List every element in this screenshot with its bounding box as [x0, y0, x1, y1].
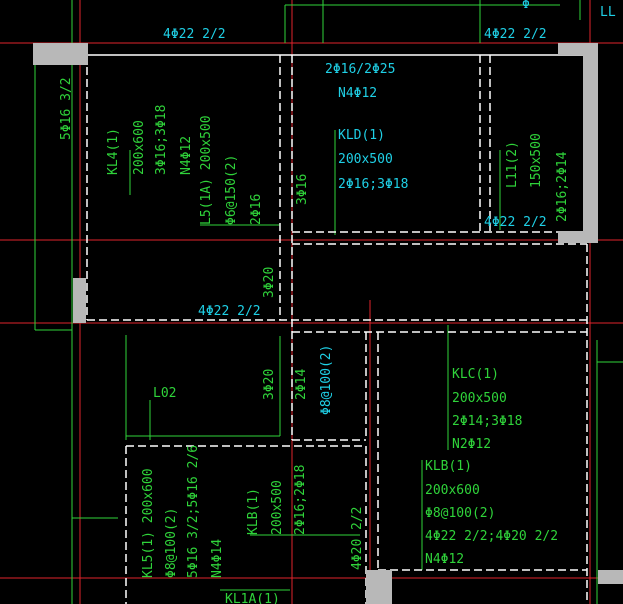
beam-label-klc[interactable]: KLC(1) 200x500 2Φ14;3Φ18 N2Φ12 — [452, 367, 522, 452]
leader-lines — [34, 0, 623, 604]
svg-text:150x500: 150x500 — [529, 133, 544, 188]
rebar-label-top-left[interactable]: 4Φ22 2/2 — [163, 27, 226, 42]
svg-text:Φ6@150(2): Φ6@150(2) — [224, 155, 239, 225]
beam-label-top-mid[interactable]: 2Φ16/2Φ25 N4Φ12 — [325, 62, 395, 101]
column-right-mid — [558, 231, 598, 243]
beam-label-l11[interactable]: L11(2) 150x500 2Φ16;2Φ14 — [505, 133, 570, 222]
svg-text:5Φ16 3/2;5Φ16 2/6: 5Φ16 3/2;5Φ16 2/6 — [186, 445, 201, 578]
rebar-label-bottom-2-2[interactable]: 2/2 — [350, 507, 365, 530]
svg-text:3Φ16;3Φ18: 3Φ16;3Φ18 — [154, 105, 169, 175]
svg-text:2Φ14;3Φ18: 2Φ14;3Φ18 — [452, 414, 522, 429]
beam-outlines — [86, 54, 588, 604]
svg-text:Φ8@100(2): Φ8@100(2) — [425, 506, 495, 521]
svg-text:2Φ16;2Φ14: 2Φ16;2Φ14 — [555, 151, 570, 222]
svg-text:N4Φ14: N4Φ14 — [210, 539, 225, 578]
column-left-mid — [73, 278, 86, 323]
column-top-left — [33, 43, 88, 65]
svg-text:Φ8@100(2): Φ8@100(2) — [319, 345, 334, 415]
svg-text:N4Φ12: N4Φ12 — [179, 136, 194, 175]
rebar-label-mid-right[interactable]: 4Φ22 2/2 — [484, 215, 547, 230]
rebar-label-left-side[interactable]: 5Φ16 3/2 — [59, 77, 74, 140]
beam-label-kld[interactable]: KLD(1) 200x500 2Φ16;3Φ18 — [338, 128, 408, 192]
svg-text:4Φ22 2/2;4Φ20 2/2: 4Φ22 2/2;4Φ20 2/2 — [425, 529, 558, 544]
beam-label-klb-mid[interactable]: KLB(1) 200x500 2Φ16;2Φ18 — [246, 465, 308, 535]
svg-text:N2Φ12: N2Φ12 — [452, 437, 491, 452]
rebar-label-top-corner[interactable]: Φ — [522, 0, 530, 12]
column-right — [583, 43, 598, 243]
svg-text:N4Φ12: N4Φ12 — [425, 552, 464, 567]
svg-text:KL5(1) 200x600: KL5(1) 200x600 — [141, 468, 156, 578]
svg-text:L5(1A) 200x500: L5(1A) 200x500 — [199, 115, 214, 225]
rebar-label-bottom-4d20[interactable]: 4Φ20 — [350, 539, 365, 570]
svg-text:KL4(1): KL4(1) — [106, 128, 121, 175]
svg-text:200x500: 200x500 — [452, 391, 507, 406]
svg-text:200x600: 200x600 — [132, 120, 147, 175]
label-right-edge[interactable]: LL — [600, 5, 616, 20]
svg-text:KLC(1): KLC(1) — [452, 367, 499, 382]
svg-text:200x500: 200x500 — [338, 152, 393, 167]
beam-label-l5[interactable]: L5(1A) 200x500 Φ6@150(2) 2Φ16 — [199, 115, 264, 225]
beam-label-2d14[interactable]: 2Φ14 Φ8@100(2) — [294, 345, 334, 415]
svg-text:200x500: 200x500 — [270, 480, 285, 535]
beam-label-kl4[interactable]: KL4(1) 200x600 3Φ16;3Φ18 N4Φ12 — [106, 105, 194, 175]
svg-text:N4Φ12: N4Φ12 — [338, 86, 377, 101]
svg-text:2Φ16;3Φ18: 2Φ16;3Φ18 — [338, 177, 408, 192]
columns — [33, 43, 623, 604]
beam-label-3d20-upper[interactable]: 3Φ20 — [262, 267, 277, 298]
beam-label-klb-right[interactable]: KLB(1) 200x600 Φ8@100(2) 4Φ22 2/2;4Φ20 2… — [425, 459, 558, 567]
beam-label-kl1a[interactable]: KL1A(1) — [225, 592, 280, 604]
beam-label-3d16[interactable]: 3Φ16 — [295, 174, 310, 205]
svg-text:KLD(1): KLD(1) — [338, 128, 385, 143]
svg-text:200x600: 200x600 — [425, 483, 480, 498]
beam-label-3d20-lower[interactable]: 3Φ20 — [262, 369, 277, 400]
svg-text:2Φ16: 2Φ16 — [249, 194, 264, 225]
svg-text:KLB(1): KLB(1) — [425, 459, 472, 474]
rebar-label-mid-left[interactable]: 4Φ22 2/2 — [198, 304, 261, 319]
column-bottom-mid — [366, 570, 392, 604]
svg-text:2Φ16/2Φ25: 2Φ16/2Φ25 — [325, 62, 395, 77]
svg-text:L11(2): L11(2) — [505, 141, 520, 188]
svg-text:2Φ16;2Φ18: 2Φ16;2Φ18 — [293, 465, 308, 535]
svg-text:KLB(1): KLB(1) — [246, 488, 261, 535]
beam-label-kl5[interactable]: KL5(1) 200x600 Φ8@100(2) 5Φ16 3/2;5Φ16 2… — [141, 445, 225, 578]
svg-text:2Φ14: 2Φ14 — [294, 369, 309, 400]
svg-text:Φ8@100(2): Φ8@100(2) — [164, 508, 179, 578]
beam-label-l02[interactable]: L02 — [153, 386, 176, 401]
column-bottom-right — [598, 570, 623, 584]
rebar-label-top-right[interactable]: 4Φ22 2/2 — [484, 27, 547, 42]
